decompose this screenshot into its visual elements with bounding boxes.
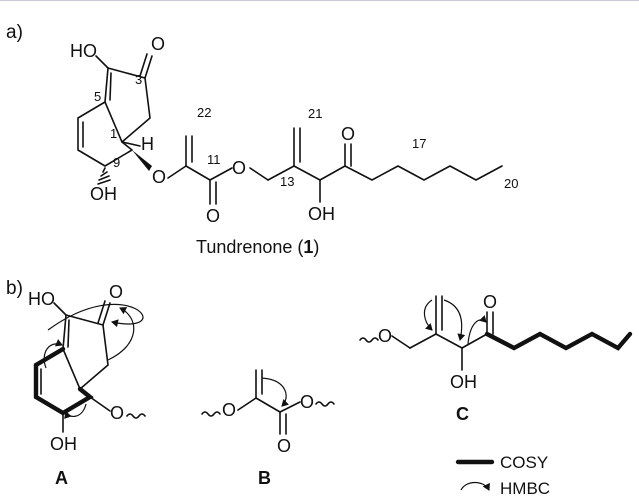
tundrenone-bonds	[77, 53, 503, 205]
num-17: 17	[412, 136, 426, 151]
panel-label-b: b)	[6, 278, 23, 299]
atom-ho-a: HO	[70, 41, 97, 61]
atom-oh-c6-a: OH	[90, 184, 117, 204]
num-11: 11	[207, 152, 221, 167]
atom-o-ester-frag-b: O	[300, 392, 314, 412]
atom-o-ketone-frag-c: O	[483, 292, 497, 312]
compound-name: Tundrenone (	[196, 237, 303, 257]
compound-number: 1	[303, 237, 313, 257]
atom-oh-frag-a: OH	[50, 434, 77, 454]
atom-o-ether-frag-b: O	[222, 400, 236, 420]
atom-o-carbonyl-frag-b: O	[277, 436, 291, 456]
num-21: 21	[308, 106, 322, 121]
atom-o-ketone-frag-a: O	[109, 282, 123, 302]
top-border	[0, 0, 639, 1]
atom-h-a: H	[141, 134, 154, 154]
compound-close: )	[313, 237, 319, 257]
fragment-c	[359, 295, 633, 371]
atom-o-ether-frag-a: O	[110, 403, 124, 423]
num-22: 22	[197, 105, 211, 120]
atom-o-carbonyl-a: O	[206, 206, 220, 226]
atom-o-ether-frag-c: O	[378, 326, 392, 346]
panel-label-a: a)	[6, 22, 23, 43]
fragment-label-c: C	[456, 404, 469, 424]
atom-oh-c14-a: OH	[308, 204, 335, 224]
fragment-label-b: B	[258, 468, 271, 488]
compound-caption: Tundrenone (1)	[196, 237, 319, 257]
num-9: 9	[113, 155, 120, 170]
num-3: 3	[135, 72, 142, 87]
legend-hmbc-label: HMBC	[500, 479, 550, 498]
num-5: 5	[94, 89, 101, 104]
num-13: 13	[280, 174, 294, 189]
num-20: 20	[504, 176, 518, 191]
num-1: 1	[110, 126, 117, 141]
fragment-b	[201, 369, 335, 435]
atom-oh-frag-c: OH	[450, 372, 477, 392]
legend-hmbc-arrow	[460, 481, 490, 491]
legend-cosy-label: COSY	[500, 453, 548, 472]
fragment-label-a: A	[55, 468, 68, 488]
atom-o-ester-a: O	[232, 158, 246, 178]
atom-o-ketone2-a: O	[341, 124, 355, 144]
atom-o-ether-a: O	[152, 167, 166, 187]
atom-o-ketone-a: O	[151, 34, 165, 54]
atom-ho-frag-a: HO	[28, 289, 55, 309]
legend	[455, 459, 495, 491]
fragment-a	[33, 300, 146, 433]
